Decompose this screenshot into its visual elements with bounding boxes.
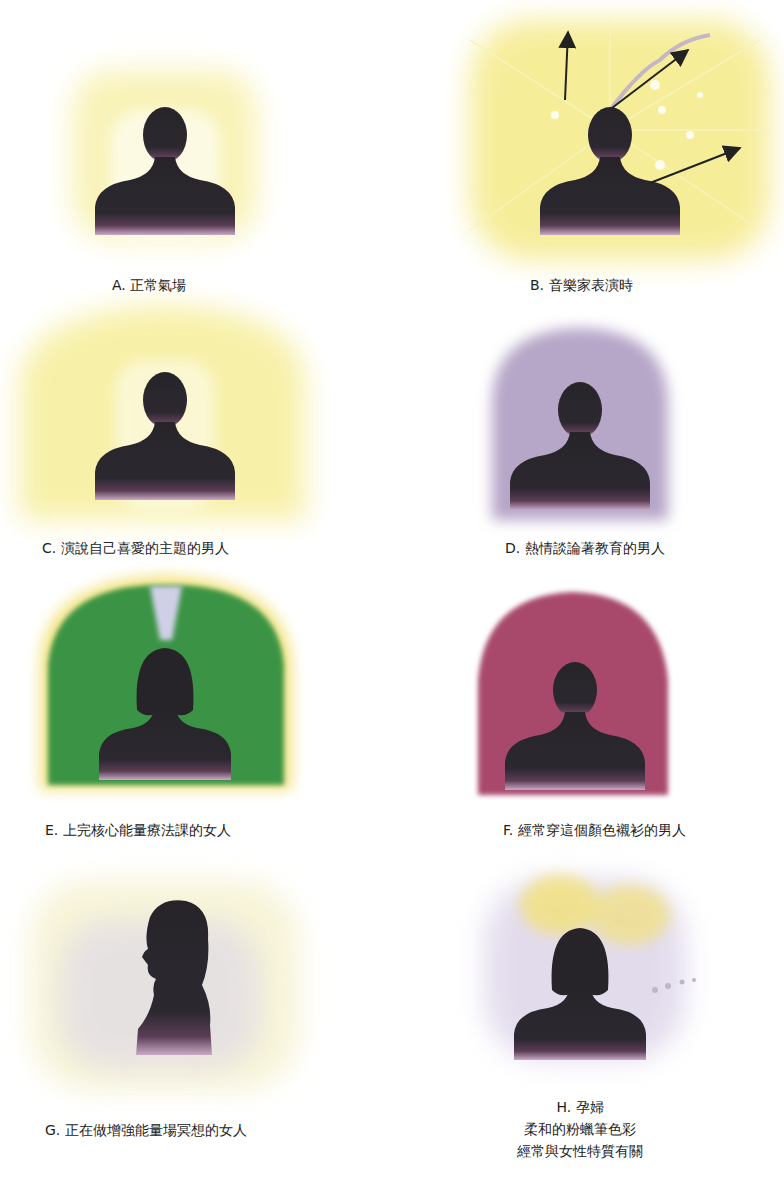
caption: D. 熱情談論著教育的男人 bbox=[505, 539, 665, 557]
caption: E. 上完核心能量療法課的女人 bbox=[45, 821, 231, 839]
caption: 經常與女性特質有關 bbox=[517, 1142, 643, 1160]
caption: H. 孕婦 bbox=[556, 1098, 603, 1116]
caption: B. 音樂家表演時 bbox=[530, 276, 633, 294]
caption: F. 經常穿這個顏色襯衫的男人 bbox=[503, 821, 686, 839]
caption: A. 正常氣場 bbox=[112, 276, 186, 294]
caption: 柔和的粉蠟筆色彩 bbox=[524, 1120, 636, 1138]
caption: G. 正在做增強能量場冥想的女人 bbox=[45, 1121, 247, 1139]
caption: C. 演說自己喜愛的主題的男人 bbox=[42, 539, 229, 557]
